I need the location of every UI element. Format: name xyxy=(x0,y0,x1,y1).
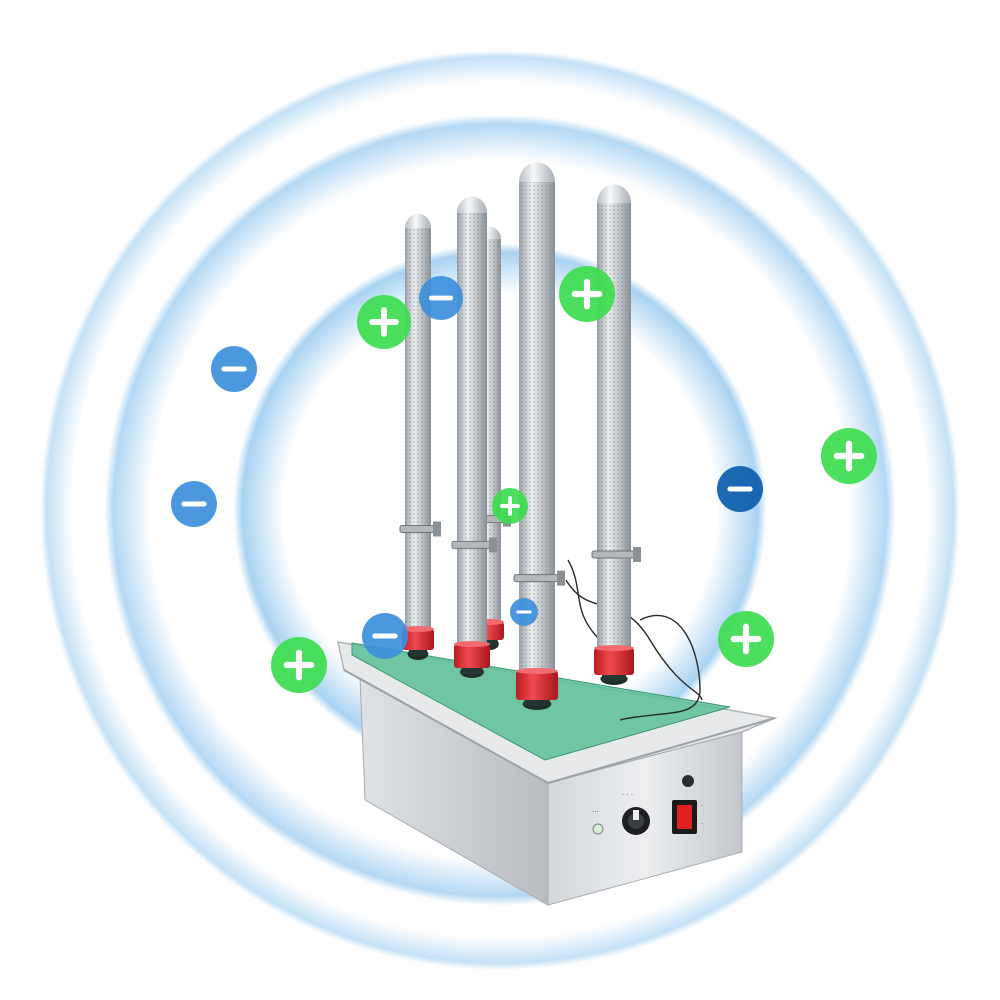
svg-text:·: · xyxy=(701,820,703,828)
tube-clamp xyxy=(513,574,561,583)
negative-ion-icon xyxy=(717,466,763,512)
tube-clamp xyxy=(399,525,437,533)
positive-ion-icon xyxy=(718,611,774,667)
tube-dome xyxy=(597,184,631,203)
electrode-tube xyxy=(399,213,441,660)
positive-ion-icon xyxy=(821,428,877,484)
ion-symbols xyxy=(171,266,877,693)
positive-ion-icon xyxy=(271,637,327,693)
tube-cap xyxy=(594,648,634,675)
negative-ion-icon xyxy=(419,276,463,320)
indicator-light xyxy=(592,823,604,835)
positive-ion-icon xyxy=(357,295,411,349)
tube-cap xyxy=(454,644,490,668)
fuse-holder xyxy=(682,775,694,787)
electrode-tube xyxy=(451,196,497,678)
tube-cap xyxy=(402,629,434,650)
tube-dome xyxy=(405,213,431,228)
positive-ion-icon xyxy=(559,266,615,322)
control-panel: ··· · · · · · xyxy=(592,775,703,835)
wires xyxy=(565,559,703,721)
negative-ion-icon xyxy=(362,613,408,659)
tube-dome xyxy=(519,162,555,182)
tube-clamp xyxy=(591,550,637,559)
svg-text:· · ·: · · · xyxy=(622,791,633,799)
positive-ion-icon xyxy=(492,488,528,524)
negative-ion-icon xyxy=(171,481,217,527)
indicator-caption: ··· xyxy=(592,808,599,816)
tube-clamp xyxy=(451,540,493,549)
negative-ion-icon xyxy=(510,598,538,626)
svg-text:·: · xyxy=(701,802,703,810)
electrode-tube xyxy=(513,162,565,710)
tube-dome xyxy=(457,196,487,213)
tube-cap xyxy=(516,671,558,700)
negative-ion-icon xyxy=(211,346,257,392)
